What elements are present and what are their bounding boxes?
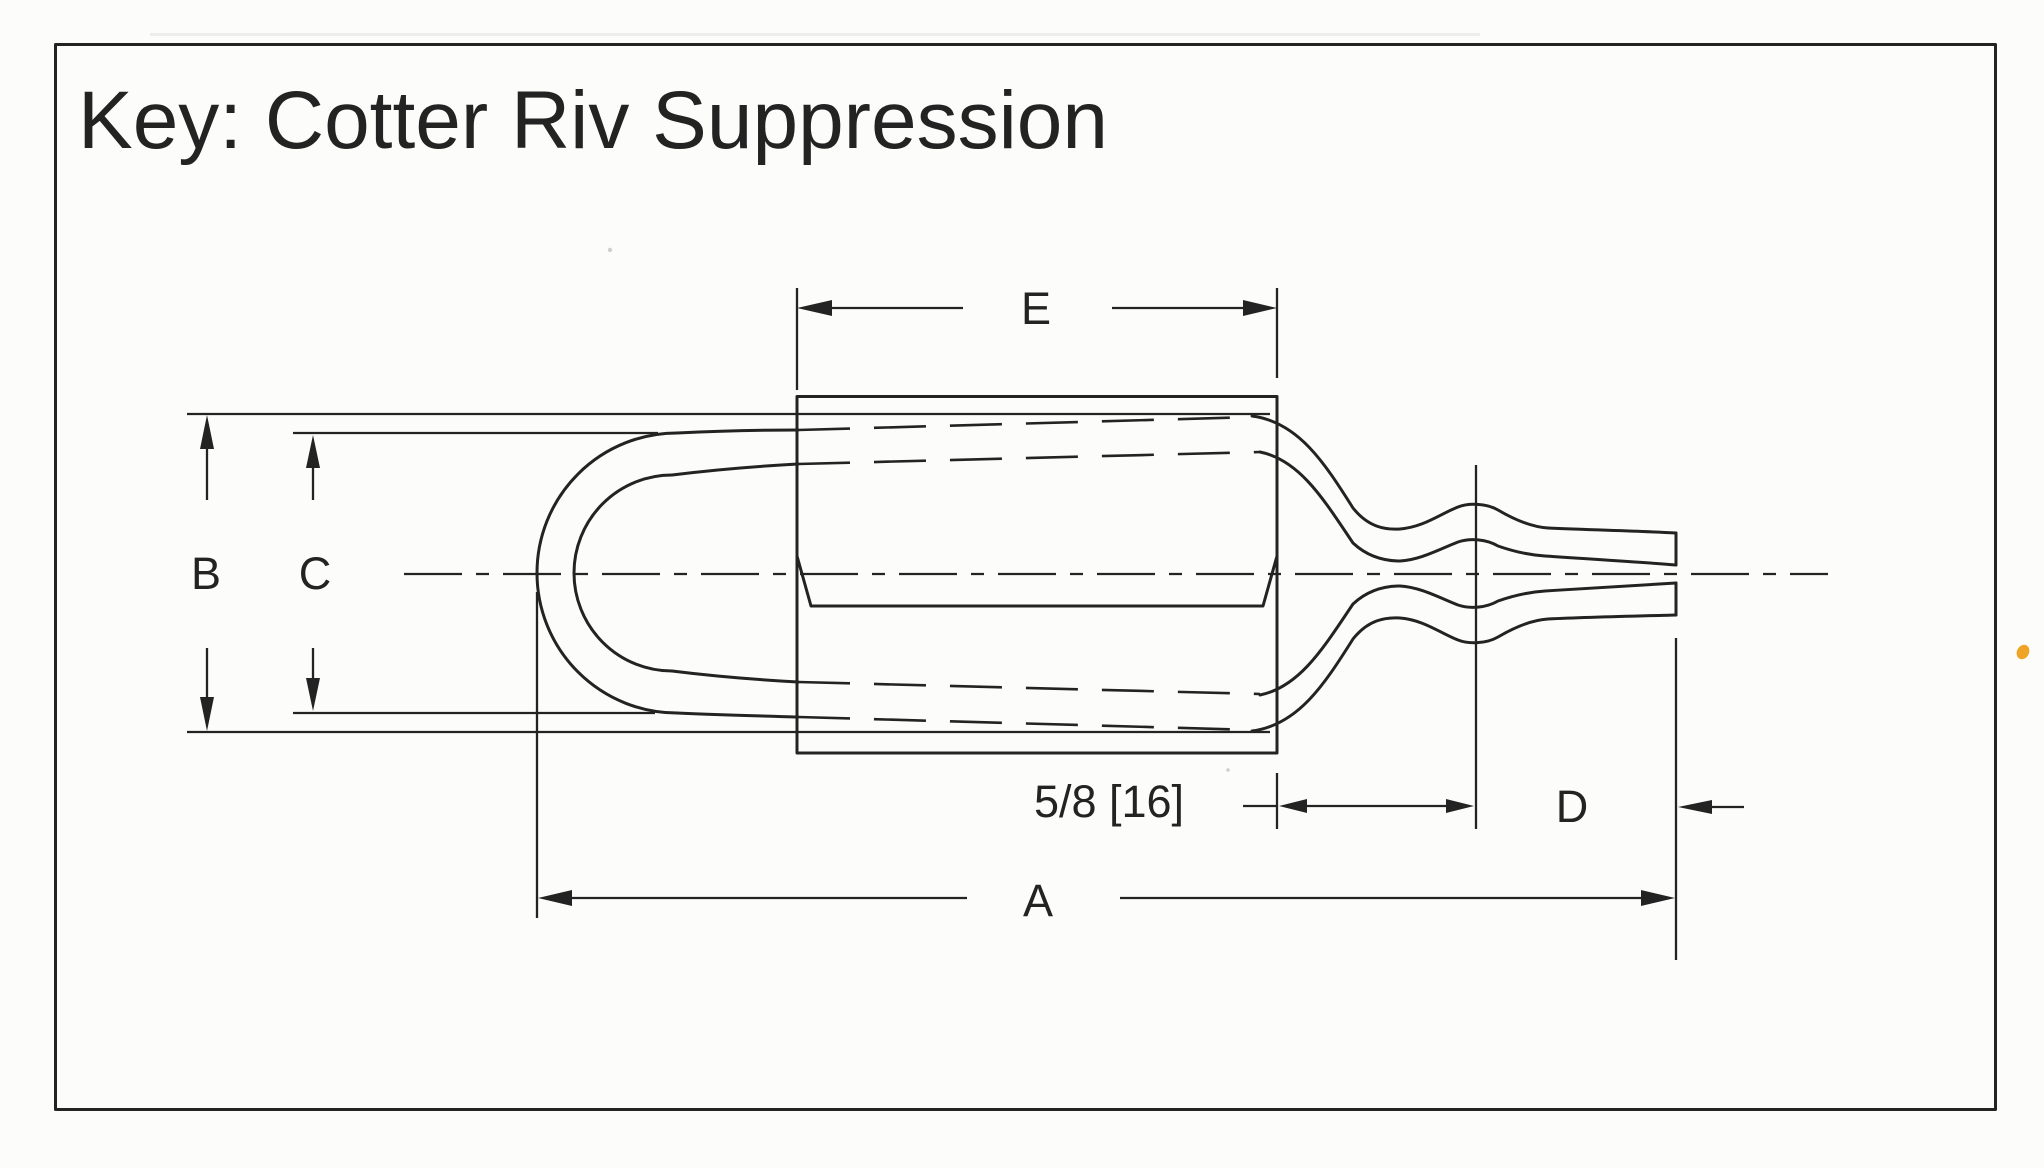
sleeve-rectangle [795,395,1279,755]
dim-label-c: C [299,548,332,599]
arrowhead-b-up [200,415,214,449]
dim-label-b: B [191,548,221,599]
arrowhead-c-down [306,678,320,711]
hidden-bottom-inner [797,680,1261,696]
top-outer-edge [675,428,800,435]
scan-streak [150,33,1480,36]
hidden-top-inner [797,450,1261,466]
arrowhead-a-right [1641,890,1675,906]
dimension-crimp-width: 5/8 [16] [1034,465,1478,829]
prong-bottom-inner-edge [1258,581,1678,697]
arrowhead-e-left [797,300,832,316]
arrowhead-a-left [538,890,572,906]
top-inner-edge [670,462,800,477]
dimension-a: A [535,592,1678,960]
prong-top-inner-edge [1258,450,1678,567]
dimension-c: C [293,431,658,715]
bottom-inner-edge [670,669,800,684]
dimension-e: E [795,283,1279,390]
paper-speck [1226,768,1230,772]
dim-label-d: D [1556,781,1589,832]
dim-label-e: E [1021,283,1051,334]
prong-bottom-outer-edge [1250,613,1678,733]
dimension-d: D [1556,781,1744,832]
prong-top-outer-edge [1250,414,1678,535]
dimension-b: B [187,412,1270,734]
eye-inner-curve [572,473,674,673]
drawing-border [54,43,1997,1111]
arrowhead-crimp-left [1279,799,1307,813]
page-title: Key: Cotter Riv Suppression [78,75,1108,166]
arrowhead-e-right [1243,300,1277,316]
arrowhead-d [1678,800,1712,814]
cotter-pin-outline [535,414,1678,733]
arrowhead-c-up [306,435,320,468]
bottom-outer-edge [675,711,800,719]
suppression-sleeve [795,395,1279,755]
paper-speck [607,247,613,253]
arrowhead-crimp-right [1446,799,1474,813]
hidden-top-outer [797,415,1255,432]
hidden-bottom-outer [797,715,1255,732]
arrowhead-b-down [200,697,214,731]
dim-label-crimp-width: 5/8 [16] [1034,776,1184,827]
orange-ink-mark [2016,644,2030,660]
sleeve-inner-window [795,554,1279,608]
dim-label-a: A [1023,875,1053,926]
eye-outer-curve [535,431,679,715]
